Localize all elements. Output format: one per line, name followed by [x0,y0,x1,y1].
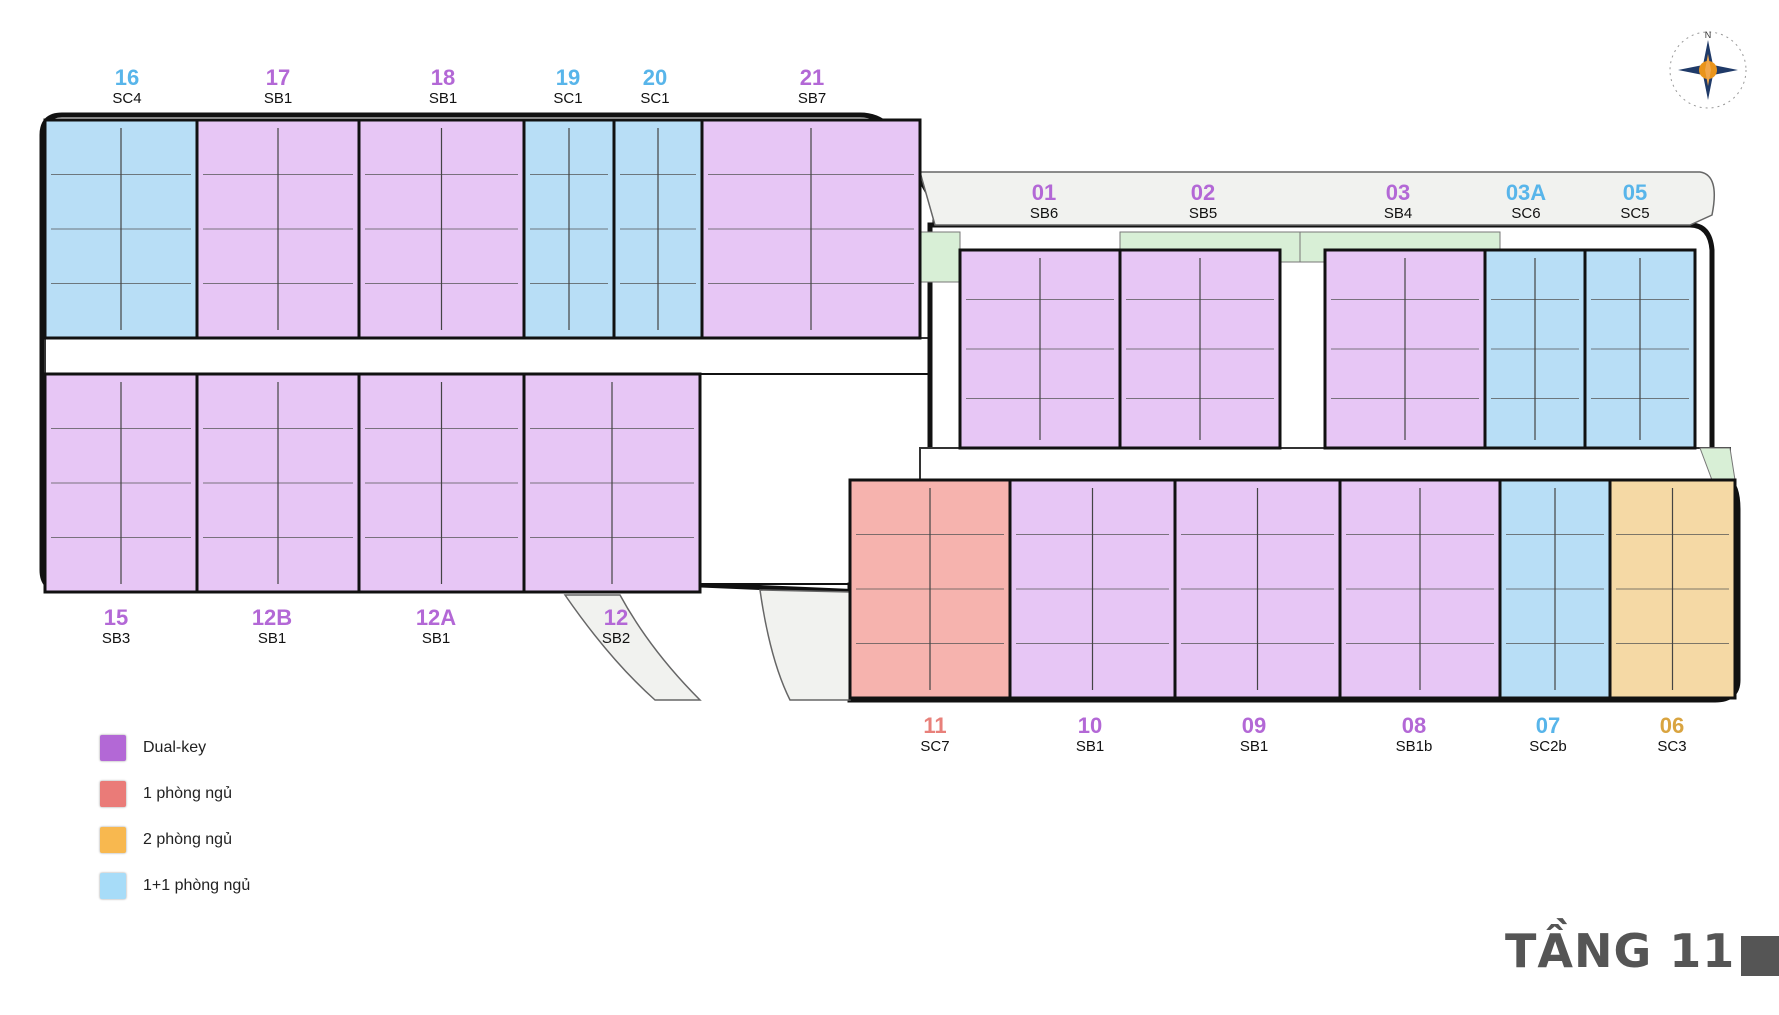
legend-swatch-one-bedroom [100,781,126,807]
unit-type-code: SB4 [1384,205,1412,222]
unit-number: 20 [643,65,667,90]
right-corridor [919,447,1731,481]
unit-number: 21 [800,65,824,90]
unit-type-code: SB6 [1030,205,1058,222]
unit-number: 12 [604,605,628,630]
unit-number: 10 [1078,713,1102,738]
unit-number: 18 [431,65,455,90]
unit-number: 09 [1242,713,1266,738]
unit-number: 03 [1386,180,1410,205]
legend-swatch-two-bedroom [100,827,126,853]
terrace-bottom-left [563,594,702,701]
title-accent-block [1741,936,1779,976]
legend-item: 1 phòng ngủ [100,771,360,817]
unit-type-code: SB1 [1240,738,1268,755]
legend-item: 1+1 phòng ngủ [100,863,360,909]
floor-title: TẦNG 11 [1505,924,1736,978]
unit-type-code: SB1 [1076,738,1104,755]
unit-type-code: SC2b [1529,738,1567,755]
legend-label: 1 phòng ngủ [143,785,232,802]
unit-type-code: SB5 [1189,205,1217,222]
unit-type-code: SC4 [112,90,141,107]
unit-type-code: SC5 [1620,205,1649,222]
left-corridor [44,337,931,375]
legend-label: Dual-key [143,739,207,756]
legend-label: 2 phòng ngủ [143,831,232,848]
legend-swatch-one-plus-one [100,873,126,899]
legend-item: 2 phòng ngủ [100,817,360,863]
unit-labels: 16SC417SB118SB119SC120SC121SB715SB312BSB… [102,65,1687,755]
unit-number: 17 [266,65,290,90]
unit-number: 08 [1402,713,1426,738]
apartment-units [43,118,1737,700]
legend: Dual-key 1 phòng ngủ 2 phòng ngủ 1+1 phò… [100,725,360,909]
unit-number: 05 [1623,180,1647,205]
unit-type-code: SB2 [602,630,630,647]
unit-type-code: SB1 [258,630,286,647]
unit-number: 02 [1191,180,1215,205]
unit-type-code: SC7 [920,738,949,755]
compass-north-label: N [1705,30,1712,40]
terrace-top [919,171,1715,226]
terrace-bottom [759,589,851,701]
unit-type-code: SC1 [640,90,669,107]
unit-number: 12B [252,605,292,630]
unit-type-code: SC1 [553,90,582,107]
unit-type-code: SB1 [264,90,292,107]
unit-type-code: SC3 [1657,738,1686,755]
legend-item: Dual-key [100,725,360,771]
unit-number: 01 [1032,180,1056,205]
unit-number: 07 [1536,713,1560,738]
unit-number: 12A [416,605,456,630]
unit-type-code: SB1 [422,630,450,647]
unit-type-code: SC6 [1511,205,1540,222]
unit-number: 19 [556,65,580,90]
unit-type-code: SB7 [798,90,826,107]
unit-type-code: SB1 [429,90,457,107]
unit-type-code: SB3 [102,630,130,647]
unit-number: 03A [1506,180,1546,205]
legend-swatch-dual-key [100,735,126,761]
unit-number: 11 [923,713,946,738]
unit-number: 16 [115,65,139,90]
compass-icon: N [1669,30,1747,109]
unit-type-code: SB1b [1396,738,1433,755]
unit-number: 06 [1660,713,1684,738]
legend-label: 1+1 phòng ngủ [143,877,251,894]
unit-number: 15 [104,605,128,630]
green-area [919,231,961,283]
